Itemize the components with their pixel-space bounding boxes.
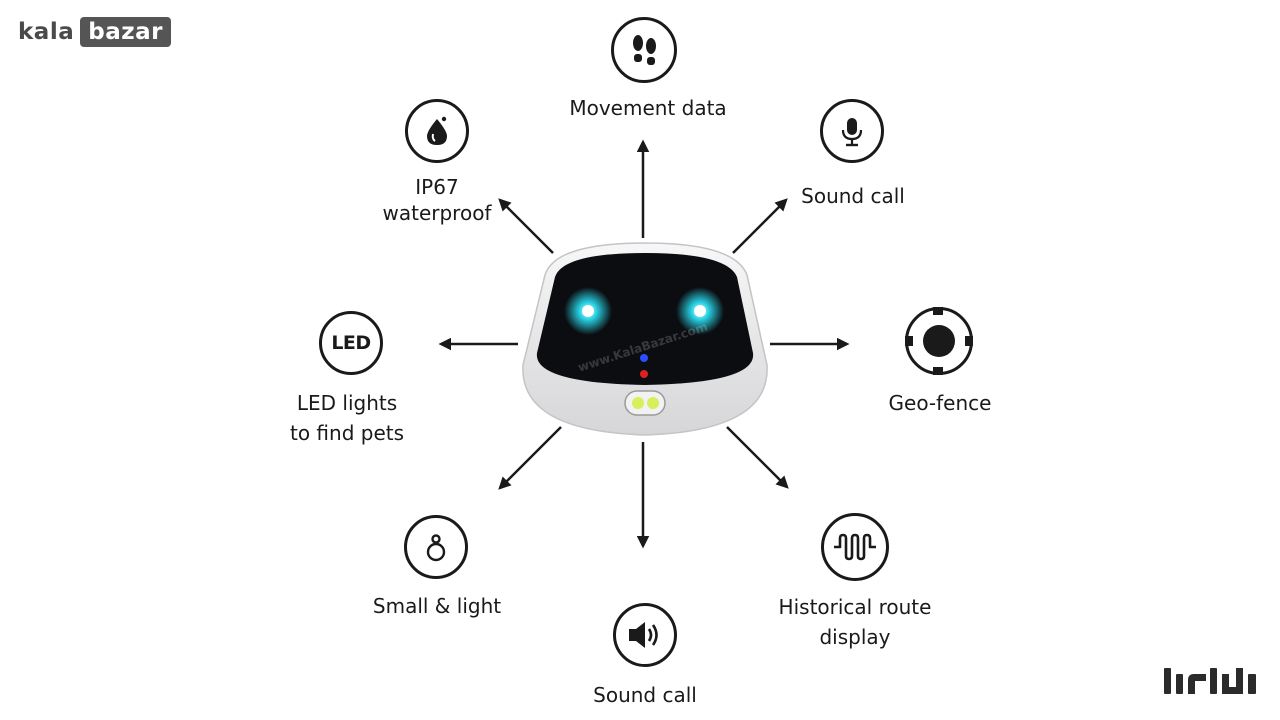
label-historical-route-line1: Historical route xyxy=(778,595,932,619)
brand-logo-bazar: bazar xyxy=(80,17,171,47)
arrow-down-left xyxy=(498,426,562,490)
label-sound-call-speaker: Sound call xyxy=(593,683,697,707)
led-icon: LED xyxy=(319,311,383,375)
brand-logo-kala: kala xyxy=(18,19,75,45)
brand-logo: kala bazar xyxy=(18,17,171,47)
label-movement-data: Movement data xyxy=(569,96,727,120)
label-waterproof-line1: IP67 xyxy=(415,175,459,199)
microphone-icon xyxy=(820,99,884,163)
label-historical-route: Historical route display xyxy=(755,592,955,652)
footprints-icon xyxy=(611,17,677,83)
waveform-route-icon xyxy=(821,513,889,581)
small-light-icon xyxy=(404,515,468,579)
label-historical-route-line2: display xyxy=(819,625,891,649)
label-waterproof-line2: waterproof xyxy=(382,201,492,225)
speaker-icon xyxy=(613,603,677,667)
label-led-line1: LED lights xyxy=(296,391,398,415)
arrow-down-right xyxy=(726,426,789,489)
arrow-up-left xyxy=(498,198,554,254)
label-led-lights: LED lights to find pets xyxy=(262,388,432,448)
geo-fence-icon xyxy=(905,307,973,375)
label-small-light: Small & light xyxy=(372,594,502,618)
label-sound-call-mic: Sound call xyxy=(801,184,905,208)
label-geo-fence: Geo-fence xyxy=(888,391,992,415)
led-icon-text: LED xyxy=(331,332,371,354)
label-waterproof: IP67 waterproof xyxy=(362,174,512,226)
label-led-line2: to find pets xyxy=(289,421,405,445)
water-drop-icon xyxy=(405,99,469,163)
brand-watermark-logo xyxy=(1164,668,1256,694)
arrow-up-right xyxy=(732,198,788,254)
pet-tracker-device xyxy=(522,242,768,436)
